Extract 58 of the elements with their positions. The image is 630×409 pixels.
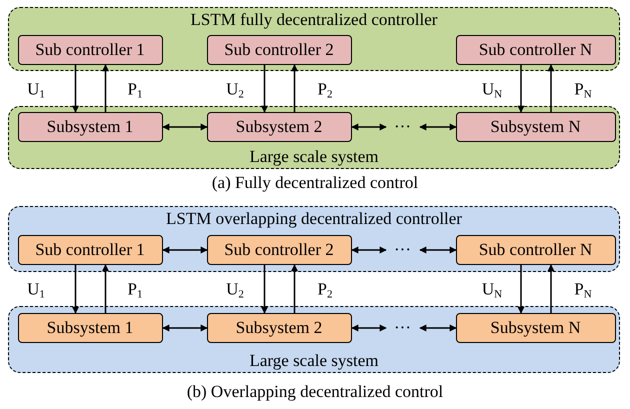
figure-caption: (a) Fully decentralized control <box>212 173 418 193</box>
arrow <box>518 265 524 314</box>
group-panel <box>8 106 620 169</box>
arrow <box>261 65 268 113</box>
group-panel <box>8 7 620 71</box>
edge-label: U$_{N}$ <box>482 280 502 302</box>
process-box: Sub controller 2 <box>206 234 352 264</box>
edge-label: U$_{2}$ <box>226 80 244 102</box>
group-title: LSTM fully decentralized controller <box>190 10 438 30</box>
arrow <box>518 65 524 113</box>
process-box: Subsystem N <box>456 112 616 142</box>
arrow <box>261 265 268 314</box>
edge-label: U$_{2}$ <box>226 280 244 302</box>
group-title: Large scale system <box>249 147 379 167</box>
process-box: Sub controller N <box>456 34 616 64</box>
edge-label: U$_{N}$ <box>482 80 502 102</box>
arrow <box>548 264 554 313</box>
group-panel <box>8 306 620 373</box>
ellipsis-text: ··· <box>386 312 420 342</box>
edge-label: P$_{1}$ <box>128 80 142 102</box>
process-box: Subsystem 1 <box>18 112 162 142</box>
edge-label: P$_{2}$ <box>318 280 332 302</box>
process-box: Sub controller N <box>456 234 616 264</box>
group-panel <box>8 206 620 272</box>
arrow <box>102 64 109 112</box>
arrow <box>419 246 457 254</box>
arrow <box>548 64 554 112</box>
process-box: Sub controller 2 <box>206 34 352 64</box>
arrow <box>162 324 208 332</box>
process-box: Subsystem N <box>456 312 616 342</box>
arrow <box>419 324 457 332</box>
process-box: Subsystem 2 <box>206 112 352 142</box>
edge-label: U$_{1}$ <box>27 80 45 102</box>
process-box: Sub controller 1 <box>18 34 162 64</box>
edge-label: U$_{1}$ <box>27 280 45 302</box>
arrow <box>351 246 387 254</box>
arrow <box>419 124 457 130</box>
edge-label: P$_{1}$ <box>128 280 142 302</box>
ellipsis-text: ··· <box>386 112 420 142</box>
arrow <box>351 324 387 332</box>
process-box: Sub controller 1 <box>18 234 162 264</box>
arrow <box>102 264 109 313</box>
edge-label: P$_{N}$ <box>574 80 592 102</box>
arrow <box>351 124 387 130</box>
process-box: Subsystem 2 <box>206 312 352 342</box>
group-title: LSTM overlapping decentralized controller <box>166 209 462 229</box>
arrow <box>72 65 79 113</box>
arrow <box>72 265 79 314</box>
figure-caption: (b) Overlapping decentralized control <box>186 382 444 402</box>
ellipsis-text: ··· <box>386 234 420 264</box>
arrow <box>162 124 208 130</box>
arrow <box>291 64 298 112</box>
group-title: Large scale system <box>249 351 379 371</box>
arrow <box>162 246 208 254</box>
process-box: Subsystem 1 <box>18 312 162 342</box>
edge-label: P$_{2}$ <box>318 80 332 102</box>
edge-label: P$_{N}$ <box>574 280 592 302</box>
arrow <box>291 264 298 313</box>
